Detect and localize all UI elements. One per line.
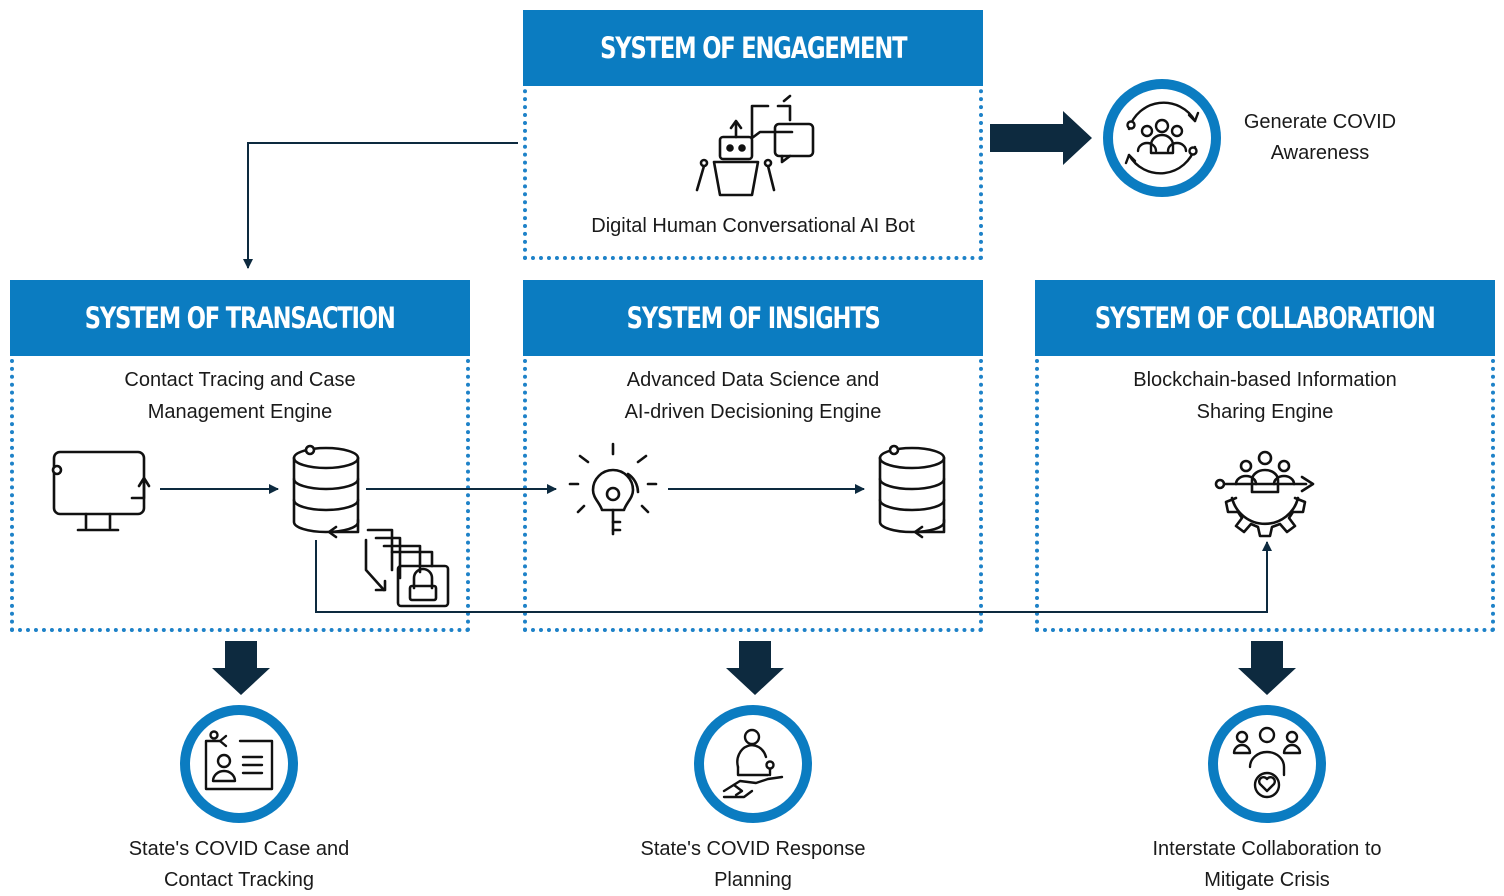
transaction-engine-line1: Contact Tracing and Case: [124, 369, 356, 391]
response-planning-label: State's COVID Response Planning: [593, 834, 913, 896]
people-gear-icon: [1214, 450, 1315, 538]
transaction-engine-line2: Management Engine: [147, 401, 333, 423]
case-tracking-circle: [180, 705, 298, 823]
response-line1: State's COVID Response: [640, 838, 866, 860]
engagement-to-transaction-connector: [243, 142, 518, 269]
response-planning-circle: [694, 705, 812, 823]
database-icon: [292, 444, 360, 539]
transaction-panel: SYSTEM OF TRANSACTION Contact Tracing an…: [10, 280, 470, 632]
awareness-arrow: [990, 111, 1092, 165]
people-heart-icon: [1232, 726, 1302, 799]
person-hand-icon: [722, 728, 784, 799]
interstate-line1: Interstate Collaboration to: [1152, 838, 1382, 860]
transaction-title: SYSTEM OF TRANSACTION: [10, 280, 470, 356]
monitor-icon: [51, 450, 151, 532]
engagement-title: SYSTEM OF ENGAGEMENT: [523, 10, 983, 86]
collaboration-engine-line1: Blockchain-based Information: [1133, 369, 1397, 391]
case-line2: Contact Tracking: [163, 869, 315, 891]
case-line1: State's COVID Case and: [128, 838, 350, 860]
locked-files-icon: [364, 528, 450, 608]
lightbulb-key-icon: [568, 442, 658, 536]
collaboration-title: SYSTEM OF COLLABORATION: [1035, 280, 1495, 356]
insights-engine-line1: Advanced Data Science and: [626, 369, 880, 391]
interstate-line2: Mitigate Crisis: [1204, 869, 1330, 891]
collaboration-engine-line2: Sharing Engine: [1196, 401, 1334, 423]
transaction-down-arrow: [212, 641, 270, 695]
case-tracking-label: State's COVID Case and Contact Tracking: [79, 834, 399, 896]
id-card-icon: [204, 730, 274, 791]
collaboration-panel: SYSTEM OF COLLABORATION Blockchain-based…: [1035, 280, 1495, 632]
transaction-to-collaboration-connector: [315, 540, 1272, 613]
database-icon: [878, 444, 946, 539]
response-line2: Planning: [714, 869, 792, 891]
insights-panel: SYSTEM OF INSIGHTS Advanced Data Science…: [523, 280, 983, 632]
insights-title: SYSTEM OF INSIGHTS: [523, 280, 983, 356]
awareness-label: Generate COVID Awareness: [1160, 107, 1480, 169]
awareness-line2: Awareness: [1270, 142, 1370, 164]
engagement-panel: SYSTEM OF ENGAGEMENT Digital Human Conve…: [523, 10, 983, 260]
interstate-circle: [1208, 705, 1326, 823]
engagement-engine-label: Digital Human Conversational AI Bot: [591, 215, 915, 237]
awareness-circle: [1103, 79, 1221, 197]
awareness-line1: Generate COVID: [1243, 111, 1397, 133]
people-cycle-icon: [1124, 101, 1200, 175]
collaboration-down-arrow: [1238, 641, 1296, 695]
robot-chat-icon: [695, 94, 815, 197]
insights-engine-line2: AI-driven Decisioning Engine: [624, 401, 882, 423]
interstate-label: Interstate Collaboration to Mitigate Cri…: [1107, 834, 1427, 896]
insights-down-arrow: [726, 641, 784, 695]
